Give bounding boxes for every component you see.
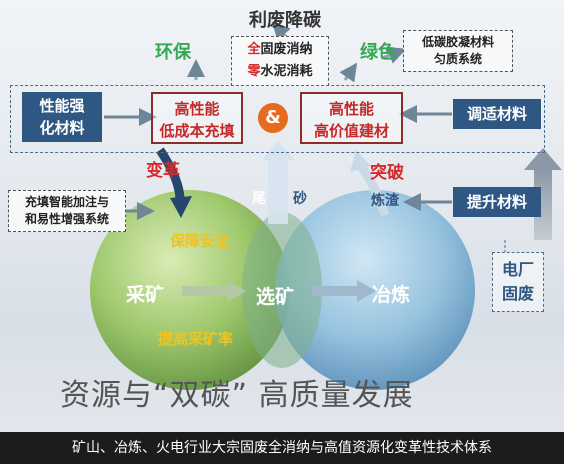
low-carbon-line2: 匀质系统 xyxy=(433,52,482,66)
plant-line1: 电厂 xyxy=(501,260,534,279)
tailings-label-1: 尾 xyxy=(252,191,266,207)
backfill-box: 高性能 低成本充填 xyxy=(151,92,243,144)
big-upward-arrow xyxy=(524,148,562,240)
mine-to-select-arrow xyxy=(182,280,246,302)
safety-label: 保障安全 xyxy=(170,232,231,250)
top-title: 利废降碳 xyxy=(249,10,321,31)
low-carbon-box: 低碳胶凝材料 匀质系统 xyxy=(403,30,513,72)
caption-footer: 矿山、冶炼、火电行业大宗固废全消纳与高值资源化变革性技术体系 xyxy=(0,432,564,464)
low-carbon-line1: 低碳胶凝材料 xyxy=(421,35,494,49)
build-line2: 高价值建材 xyxy=(313,122,389,140)
change-label: 变革 xyxy=(146,161,180,181)
fill-line1: 高性能 xyxy=(174,100,220,118)
slag-label: 炼渣 xyxy=(371,193,399,209)
power-plant-waste-box: 电厂 固废 xyxy=(492,252,544,312)
smart-fill-line2: 和易性增强系统 xyxy=(24,212,109,226)
tailings-arrow xyxy=(262,140,294,224)
materials-row-frame xyxy=(10,85,545,153)
breakthrough-curve-arrow xyxy=(356,162,390,217)
performance-material-box: 性能强 化材料 xyxy=(22,92,102,142)
mining-label: 采矿 xyxy=(126,284,165,306)
smelting-label: 冶炼 xyxy=(372,284,411,306)
perf-line1: 性能强 xyxy=(39,97,85,115)
breakthrough-label: 突破 xyxy=(370,163,404,183)
building-material-box: 高性能 高价值建材 xyxy=(300,92,403,144)
zero-box-red-2: 零 xyxy=(247,64,261,79)
lift-material-box: 提升材料 xyxy=(453,187,541,217)
plant-line2: 固废 xyxy=(501,284,534,303)
select-to-smelt-arrow xyxy=(312,280,376,302)
perf-line2: 化材料 xyxy=(39,119,85,137)
green-label: 绿色 xyxy=(360,42,396,63)
environmental-label: 环保 xyxy=(155,42,191,63)
change-curve-arrow xyxy=(156,147,185,201)
adjust-material-box: 调适材料 xyxy=(453,99,541,129)
mining-rate-label: 提高采矿率 xyxy=(158,330,234,348)
tailings-label-2: 砂 xyxy=(293,191,307,207)
beneficiation-label: 选矿 xyxy=(256,286,295,308)
build-line1: 高性能 xyxy=(328,100,374,118)
bottom-title: 资源与“双碳” 高质量发展 xyxy=(60,378,414,413)
ampersand-badge: & xyxy=(258,103,288,133)
smart-fill-box: 充填智能加注与 和易性增强系统 xyxy=(8,190,126,232)
zero-cement-box: 全固废消纳 零水泥消耗 xyxy=(231,36,329,86)
fill-line2: 低成本充填 xyxy=(159,122,235,140)
smart-fill-line1: 充填智能加注与 xyxy=(24,195,109,209)
overlap-highlight xyxy=(242,212,322,368)
zero-box-text-2: 水泥消耗 xyxy=(260,64,313,79)
zero-box-red-1: 全 xyxy=(247,42,261,57)
zero-box-text-1: 固废消纳 xyxy=(260,42,313,57)
smelting-circle xyxy=(275,190,475,390)
